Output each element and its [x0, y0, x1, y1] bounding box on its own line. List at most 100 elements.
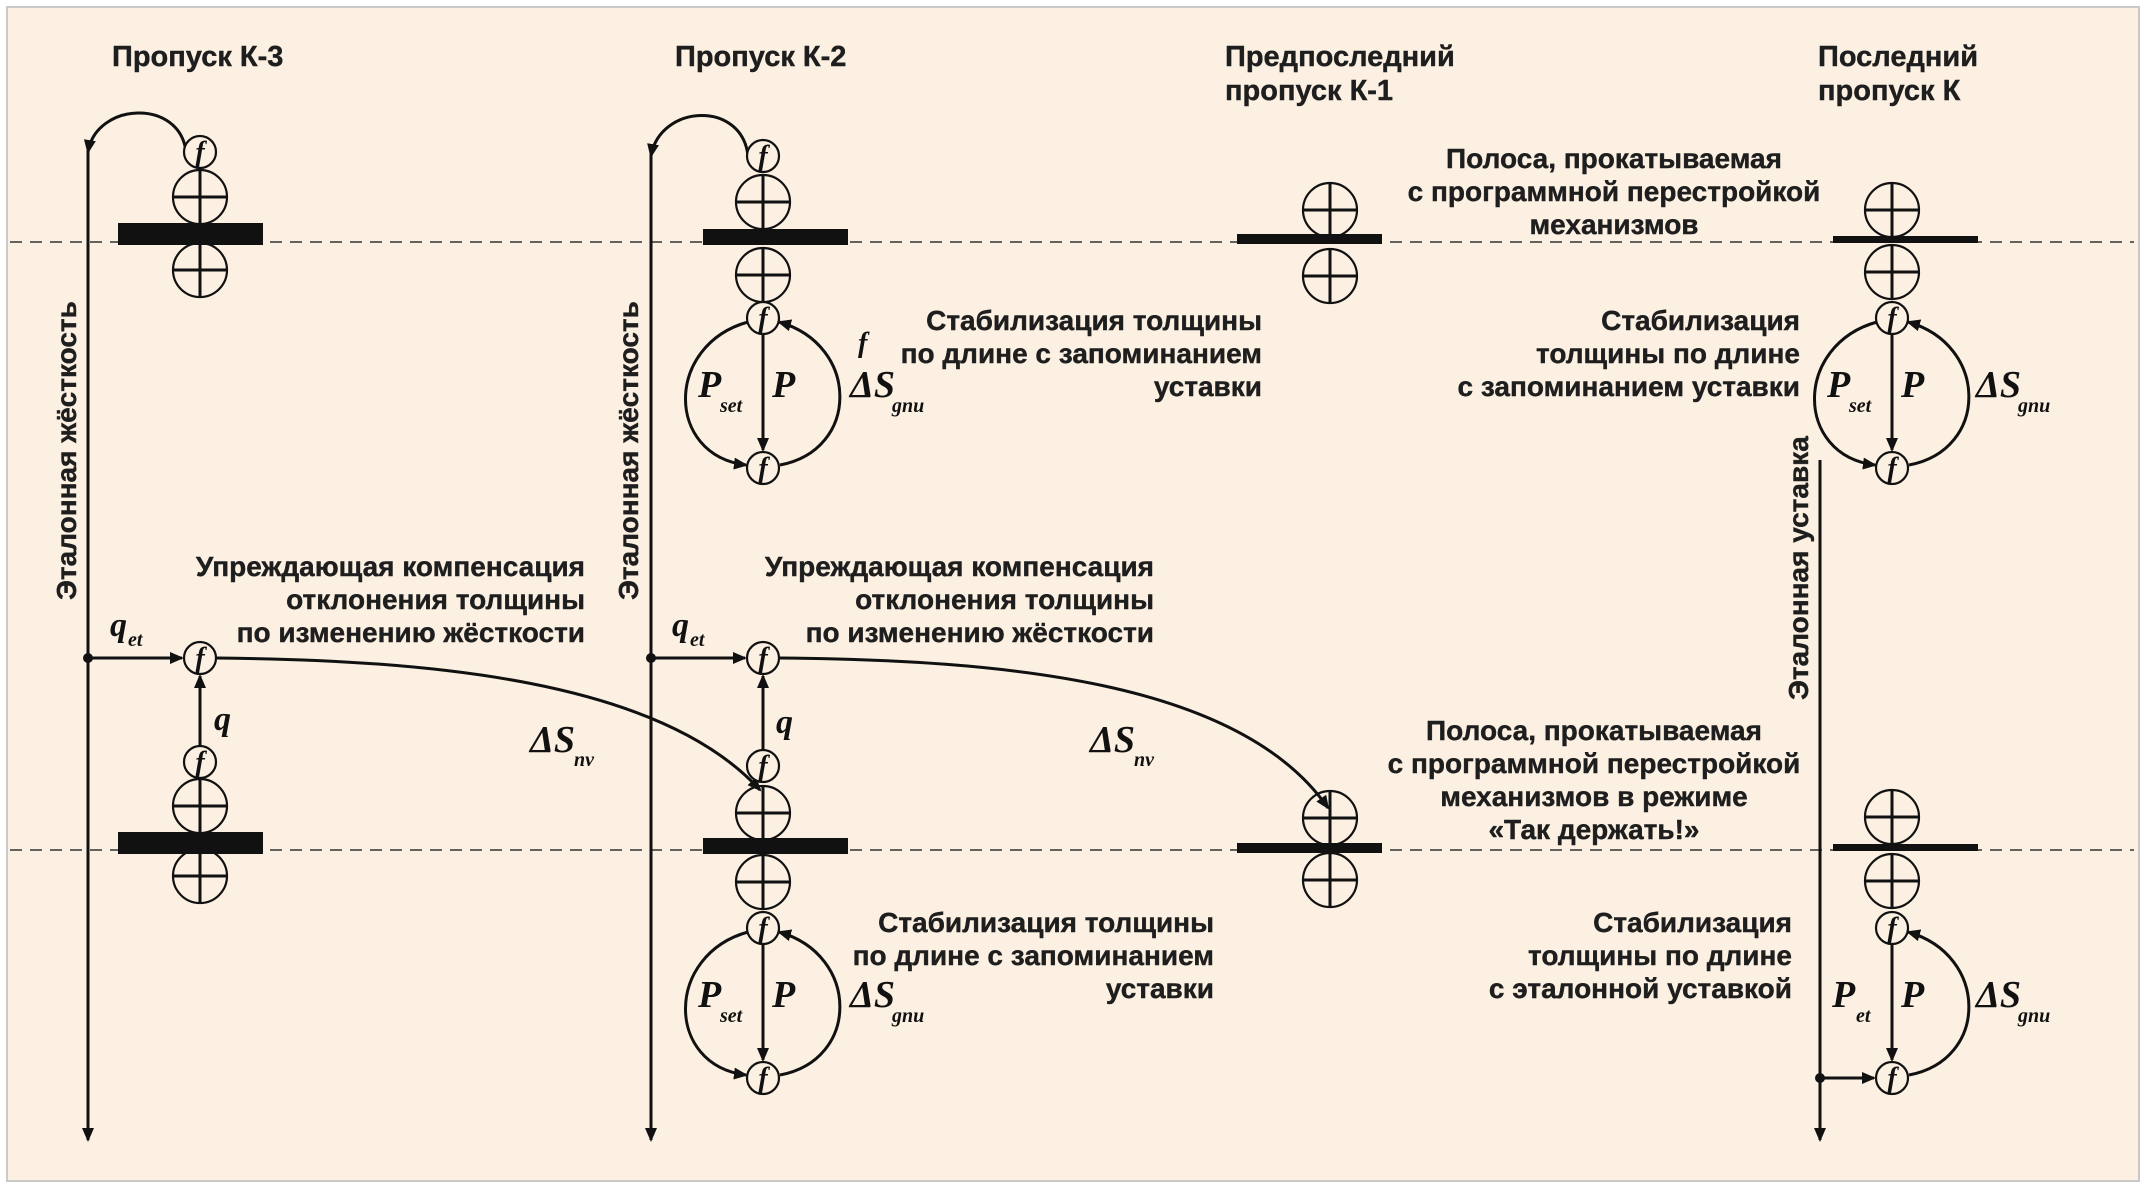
note-stab-k2-top: Стабилизация толщины по длине с запомина… [900, 305, 1262, 402]
set-subscript: set [1848, 395, 1873, 417]
strip-k-bottom [1833, 844, 1978, 851]
p-symbol: P [1900, 974, 1925, 1016]
note-stab-k-bottom: Стабилизация толщины по длине с эталонно… [1489, 907, 1792, 1004]
svg-text:f: f [758, 643, 770, 674]
svg-text:Полоса, прокатываемая: Полоса, прокатываемая [1426, 715, 1762, 746]
delta-s-symbol: ΔS [848, 364, 895, 406]
set-subscript: set [719, 1005, 744, 1027]
svg-text:f: f [758, 303, 770, 334]
header-k-line2: пропуск К [1818, 75, 1961, 107]
header-k1-line2: пропуск К-1 [1225, 75, 1393, 107]
svg-text:по длине с запоминанием: по длине с запоминанием [853, 940, 1214, 971]
svg-text:отклонения толщины: отклонения толщины [286, 584, 585, 615]
p-symbol: P [1831, 974, 1856, 1016]
gnu-subscript: gnu [891, 395, 924, 417]
gnu-subscript: gnu [891, 1005, 924, 1027]
svg-text:Стабилизация: Стабилизация [1593, 907, 1792, 938]
f-label: f [858, 328, 870, 359]
f-label: f [195, 137, 207, 168]
stand-k2-top: f [703, 138, 848, 304]
svg-text:f: f [1887, 1063, 1899, 1094]
svg-text:Стабилизация толщины: Стабилизация толщины [926, 305, 1262, 336]
header-k1-line1: Предпоследний [1225, 41, 1455, 73]
header-k2: Пропуск К-2 [675, 41, 846, 73]
delta-s-nv-arrow-k3 [215, 656, 762, 792]
stand-k-top [1833, 181, 1978, 301]
strip-k2-top [703, 229, 848, 245]
svg-text:механизмов: механизмов [1529, 209, 1698, 240]
delta-s-symbol: ΔS [1974, 364, 2021, 406]
nv-subscript: nv [1134, 749, 1155, 771]
p-symbol: P [771, 364, 796, 406]
note-ff-k2: Упреждающая компенсация отклонения толщи… [765, 551, 1154, 648]
svg-text:по длине с запоминанием: по длине с запоминанием [901, 338, 1262, 369]
delta-s-nv-label: ΔS [528, 719, 575, 761]
stand-k3-bottom [118, 777, 263, 905]
stand-k3-top: f [118, 134, 263, 299]
svg-text:f: f [1887, 303, 1899, 334]
strip-k3-top [118, 223, 263, 245]
svg-text:f: f [195, 747, 207, 778]
svg-text:Стабилизация: Стабилизация [1601, 305, 1800, 336]
svg-text:по изменению жёсткости: по изменению жёсткости [806, 617, 1154, 648]
strip-k-top [1833, 236, 1978, 243]
stand-k1-top [1237, 181, 1382, 305]
label-setpoint-k: Эталонная уставка [1783, 436, 1814, 700]
svg-text:толщины по длине: толщины по длине [1528, 940, 1792, 971]
stab-loop-k-bottom: f f P et P ΔS gnu [1815, 910, 2050, 1096]
p-symbol: P [697, 974, 722, 1016]
delta-s-nv-label: ΔS [1088, 719, 1135, 761]
q-et-symbol: q [672, 607, 689, 644]
svg-text:с программной перестройкой: с программной перестройкой [1388, 748, 1801, 779]
svg-text:f: f [758, 913, 770, 944]
note-stab-k2-bottom: Стабилизация толщины по длине с запомина… [852, 907, 1214, 1004]
f-label: f [758, 141, 770, 172]
loop-arc-k3 [83, 111, 188, 154]
svg-text:с запоминанием уставки: с запоминанием уставки [1457, 371, 1800, 402]
svg-text:толщины по длине: толщины по длине [1536, 338, 1800, 369]
svg-text:по изменению жёсткости: по изменению жёсткости [237, 617, 585, 648]
f-node [745, 138, 781, 174]
feedforward-k3: q et f f q ΔS nv [83, 607, 762, 792]
note-ff-k3: Упреждающая компенсация отклонения толщи… [196, 551, 585, 648]
svg-text:Упреждающая компенсация: Упреждающая компенсация [765, 551, 1154, 582]
strip-k1-bottom [1237, 843, 1382, 853]
svg-text:с эталонной уставкой: с эталонной уставкой [1489, 973, 1792, 1004]
et-subscript: et [1856, 1005, 1872, 1027]
diagram-frame [6, 6, 2140, 1182]
svg-text:Полоса, прокатываемая: Полоса, прокатываемая [1446, 143, 1782, 174]
feedforward-k2: q et f f q ΔS nv [646, 607, 1330, 810]
header-k3: Пропуск К-3 [112, 41, 283, 73]
et-subscript: et [128, 629, 144, 651]
label-stiffness-k2: Эталонная жёсткость [613, 301, 644, 600]
p-symbol: P [697, 364, 722, 406]
svg-text:f: f [758, 453, 770, 484]
svg-text:механизмов в режиме: механизмов в режиме [1440, 781, 1748, 812]
delta-s-symbol: ΔS [1974, 974, 2021, 1016]
gnu-subscript: gnu [2017, 1005, 2050, 1027]
svg-text:Стабилизация толщины: Стабилизация толщины [878, 907, 1214, 938]
stab-loop-k-top: f f P set P ΔS gnu [1813, 300, 2050, 486]
svg-text:f: f [758, 751, 770, 782]
note-strip-top: Полоса, прокатываемая с программной пере… [1407, 143, 1820, 240]
svg-text:f: f [1887, 913, 1899, 944]
p-symbol: P [771, 974, 796, 1016]
stab-loop-k2-top: f f P set P ΔS gnu f [684, 300, 924, 486]
svg-text:уставки: уставки [1106, 973, 1214, 1004]
delta-s-nv-arrow-k2 [778, 656, 1330, 810]
loop-arc-k2 [647, 114, 750, 158]
stab-loop-k2-bottom: f f P set P ΔS gnu [684, 910, 924, 1096]
svg-text:«Так держать!»: «Так держать!» [1488, 814, 1699, 845]
svg-text:уставки: уставки [1154, 371, 1262, 402]
stand-k2-bottom [703, 784, 848, 911]
f-node [182, 134, 218, 170]
note-stab-k-top: Стабилизация толщины по длине с запомина… [1457, 305, 1800, 402]
q-et-symbol: q [110, 607, 127, 644]
delta-s-symbol: ΔS [848, 974, 895, 1016]
p-symbol: P [1900, 364, 1925, 406]
q-symbol: q [214, 701, 231, 738]
nv-subscript: nv [574, 749, 595, 771]
svg-text:f: f [758, 1063, 770, 1094]
header-k-line1: Последний [1818, 41, 1978, 73]
